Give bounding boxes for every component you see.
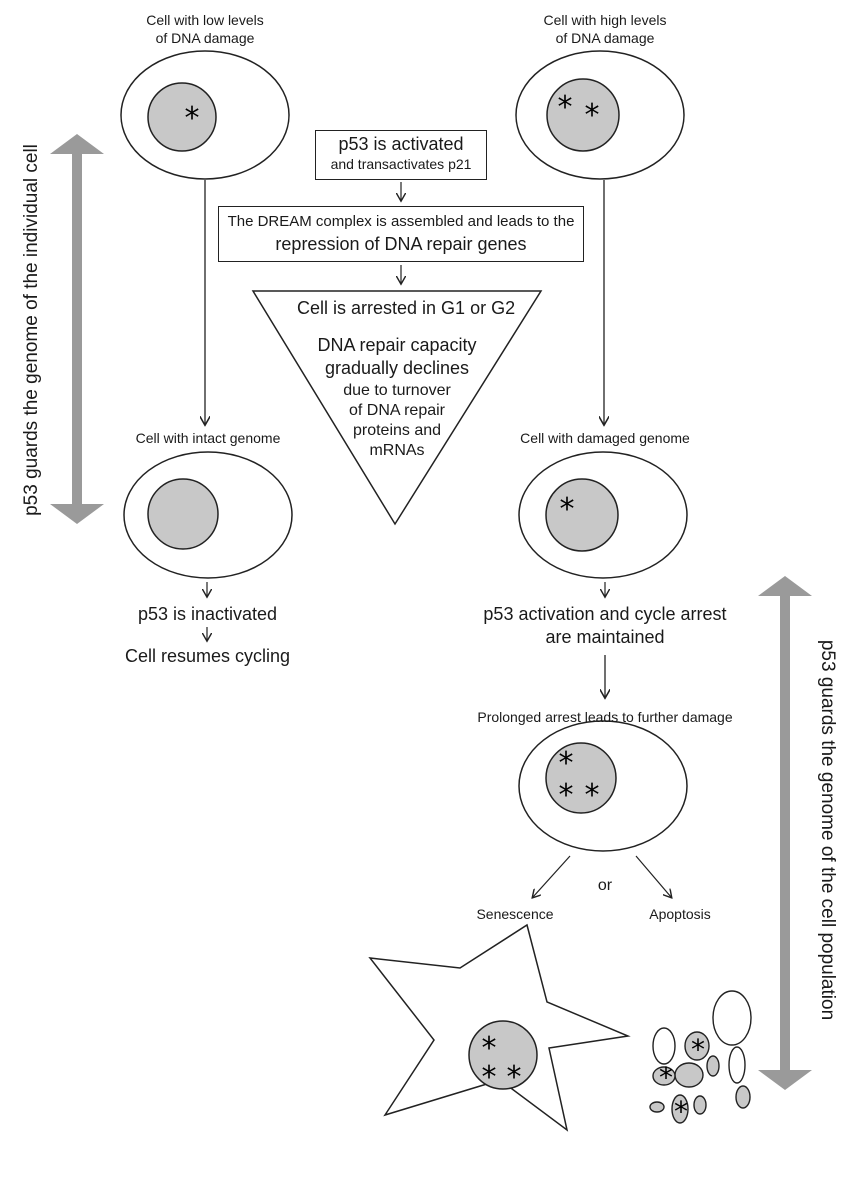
dream-line2: repression of DNA repair genes [275,234,527,254]
damage-asterisk: * [559,778,574,813]
damage-asterisk: * [659,1061,673,1094]
activation-box: p53 is activated and transactivates p21 [315,130,487,180]
damage-asterisk: * [185,101,200,136]
damage-asterisk: * [482,1031,497,1066]
senescent-cell: * * * [368,923,631,1132]
triangle-line5: of DNA repair [348,402,446,419]
apoptotic-bodies: * * * [649,990,752,1128]
damage-asterisk: * [559,746,574,781]
damage-asterisk: * [560,492,575,527]
arrest-triangle [251,290,543,526]
damage-asterisk: * [507,1060,522,1095]
triangle-line6: proteins and [352,422,442,439]
label-or: or [597,877,613,894]
dream-line1: The DREAM complex is assembled and leads… [227,213,575,230]
triangle-line1: Cell is arrested in G1 or G2 [297,298,516,318]
triangle-line7: mRNAs [369,442,425,459]
triangle-line2: DNA repair capacity [317,335,477,355]
arrow-apoptosis [635,855,671,897]
damage-asterisk: * [585,98,600,133]
cell-high-damage: * * [515,50,685,180]
label-senescence: Senescence [476,906,554,922]
dream-box: The DREAM complex is assembled and leads… [218,206,584,262]
right-double-arrow [758,576,812,1090]
triangle-line4: due to turnover [343,382,451,399]
label-intact-genome: Cell with intact genome [135,430,281,446]
left-outcome-line1: p53 is inactivated [137,604,278,624]
damage-asterisk: * [585,778,600,813]
right-outcome-line2: are maintained [545,627,665,647]
label-prolonged-arrest: Prolonged arrest leads to further damage [477,709,733,725]
damage-asterisk: * [482,1060,497,1095]
damage-asterisk: * [674,1095,688,1128]
cell-intact-genome [123,451,293,579]
left-double-arrow [50,134,104,524]
right-axis-label: p53 guards the genome of the cell popula… [817,639,838,1021]
label-damaged-genome: Cell with damaged genome [520,430,690,446]
left-outcome-line2: Cell resumes cycling [124,646,291,666]
triangle-line3: gradually declines [324,358,470,378]
right-outcome-line1: p53 activation and cycle arrest [483,604,727,624]
damage-asterisk: * [558,90,573,125]
label-low-damage: Cell with low levels of DNA damage [146,12,264,46]
cell-low-damage: * [120,50,290,180]
activation-line1: p53 is activated [338,134,464,154]
cell-further-damage: * * * [518,720,688,852]
activation-line2: and transactivates p21 [330,156,472,172]
damage-asterisk: * [691,1033,705,1066]
arrow-senescence [533,855,571,897]
label-high-damage: Cell with high levels of DNA damage [543,12,667,46]
label-apoptosis: Apoptosis [649,906,711,922]
left-axis-label: p53 guards the genome of the individual … [21,144,42,516]
cell-damaged-genome: * [518,451,688,579]
